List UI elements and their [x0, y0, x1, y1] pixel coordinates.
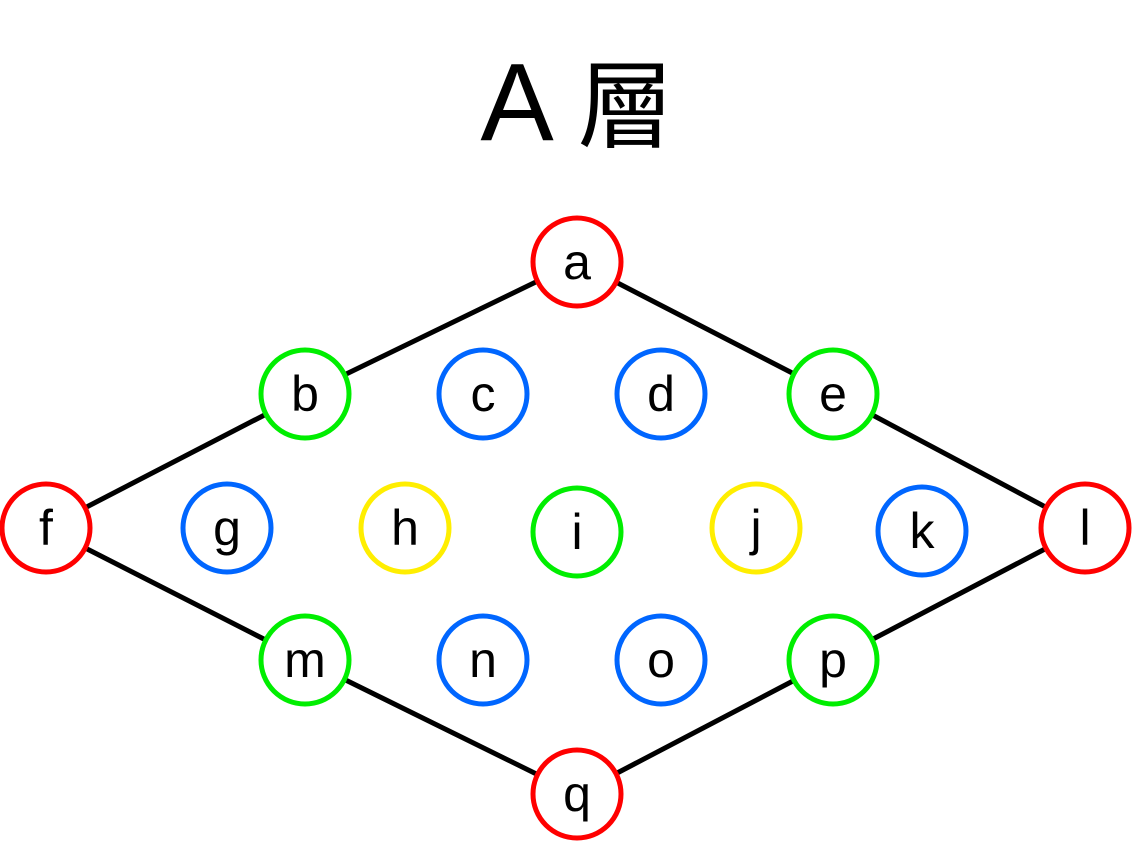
node-c: c	[436, 347, 530, 441]
node-circle-p	[786, 613, 880, 707]
node-label-k: k	[910, 503, 936, 559]
node-label-b: b	[291, 366, 319, 422]
node-circle-j	[709, 481, 803, 575]
node-d: d	[614, 347, 708, 441]
node-circle-h	[358, 481, 452, 575]
node-label-o: o	[647, 632, 675, 688]
node-label-a: a	[563, 234, 591, 290]
node-l: l	[1038, 481, 1132, 575]
node-j: j	[709, 481, 803, 575]
node-label-m: m	[284, 632, 326, 688]
edge-a-b	[303, 259, 579, 397]
node-label-e: e	[819, 366, 847, 422]
edge-l-p	[831, 525, 1087, 663]
node-h: h	[358, 481, 452, 575]
node-circle-b	[258, 347, 352, 441]
node-label-n: n	[469, 632, 497, 688]
edge-b-f	[44, 391, 307, 531]
node-q: q	[530, 747, 624, 841]
node-circle-i	[530, 485, 624, 579]
node-label-q: q	[563, 766, 591, 822]
title-latin: A	[480, 41, 554, 164]
node-circle-o	[614, 613, 708, 707]
edge-p-q	[575, 657, 835, 797]
title-cjk: 層	[578, 51, 674, 163]
node-k: k	[875, 484, 969, 578]
node-f: f	[0, 481, 93, 575]
node-label-p: p	[819, 632, 847, 688]
node-circle-c	[436, 347, 530, 441]
node-circle-e	[786, 347, 880, 441]
node-circle-n	[436, 613, 530, 707]
node-m: m	[258, 613, 352, 707]
node-circle-q	[530, 747, 624, 841]
edge-e-l	[831, 391, 1087, 531]
node-o: o	[614, 613, 708, 707]
node-label-l: l	[1079, 500, 1090, 556]
node-n: n	[436, 613, 530, 707]
node-circle-d	[614, 347, 708, 441]
node-g: g	[180, 481, 274, 575]
node-circle-l	[1038, 481, 1132, 575]
node-label-h: h	[391, 500, 419, 556]
node-e: e	[786, 347, 880, 441]
node-label-f: f	[39, 500, 53, 556]
diagram-title: A 層	[480, 41, 673, 164]
node-circle-m	[258, 613, 352, 707]
node-circle-f	[0, 481, 93, 575]
edge-a-e	[575, 259, 835, 397]
node-circle-a	[530, 215, 624, 309]
node-label-i: i	[571, 504, 582, 560]
node-i: i	[530, 485, 624, 579]
node-a: a	[530, 215, 624, 309]
node-circle-k	[875, 484, 969, 578]
edge-m-q	[303, 657, 579, 797]
node-label-g: g	[213, 500, 241, 556]
edges-layer	[44, 259, 1087, 797]
node-b: b	[258, 347, 352, 441]
node-label-d: d	[647, 366, 675, 422]
nodes-layer: a b c d e f g h i j k l m n o p q	[0, 215, 1132, 841]
node-label-j: j	[748, 500, 761, 556]
node-label-c: c	[471, 366, 496, 422]
node-p: p	[786, 613, 880, 707]
node-circle-g	[180, 481, 274, 575]
edge-f-m	[44, 525, 307, 663]
